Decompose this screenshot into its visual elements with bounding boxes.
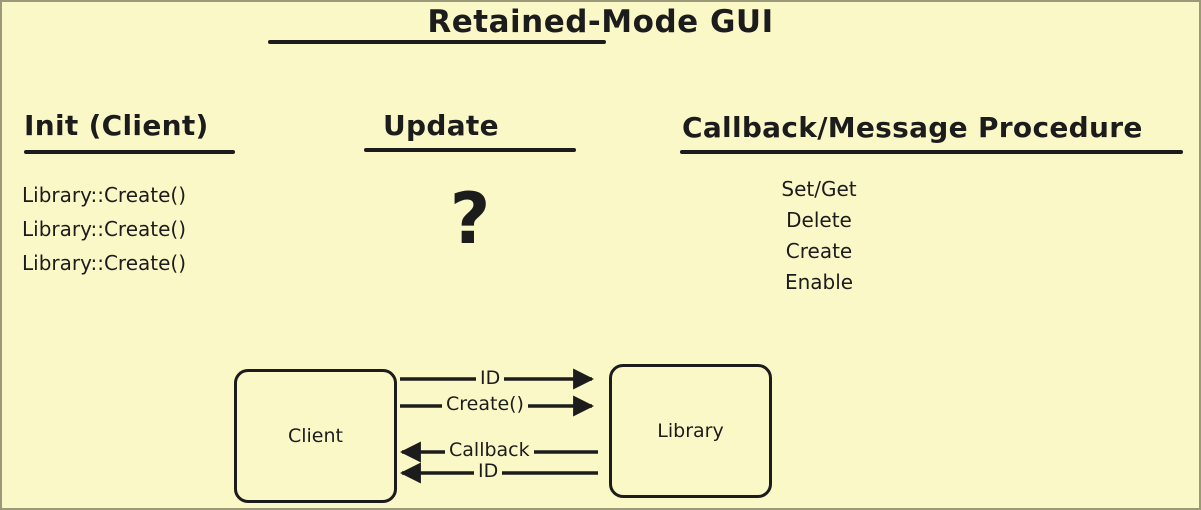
- arrow-label-id-request: ID: [476, 367, 505, 389]
- arrow-label-create-request: Create(): [442, 393, 528, 415]
- node-library: Library: [609, 364, 772, 498]
- list-item: Create: [785, 239, 853, 263]
- node-client: Client: [234, 369, 397, 503]
- arrow-label-callback-response: Callback: [445, 439, 534, 461]
- list-item: Library::Create(): [22, 217, 187, 241]
- node-library-label: Library: [657, 420, 724, 442]
- column-heading-update-underline: [364, 148, 576, 152]
- list-item: Delete: [786, 208, 852, 232]
- column-heading-update: Update: [383, 109, 499, 142]
- node-client-label: Client: [287, 425, 343, 447]
- column-heading-init: Init (Client): [24, 109, 209, 142]
- page-title: Retained-Mode GUI: [427, 4, 774, 40]
- list-item: Set/Get: [781, 177, 857, 201]
- callback-procedure-list: Set/Get Delete Create Enable: [699, 174, 939, 298]
- page-title-underline: [268, 40, 606, 44]
- arrow-label-id-response: ID: [474, 460, 503, 482]
- init-call-list: Library::Create() Library::Create() Libr…: [22, 178, 282, 280]
- list-item: Library::Create(): [22, 183, 187, 207]
- column-heading-callback-underline: [680, 150, 1183, 154]
- column-heading-init-underline: [24, 150, 235, 154]
- question-mark-icon: ?: [449, 178, 491, 260]
- column-heading-callback: Callback/Message Procedure: [682, 111, 1143, 144]
- list-item: Enable: [784, 270, 854, 294]
- list-item: Library::Create(): [22, 251, 187, 275]
